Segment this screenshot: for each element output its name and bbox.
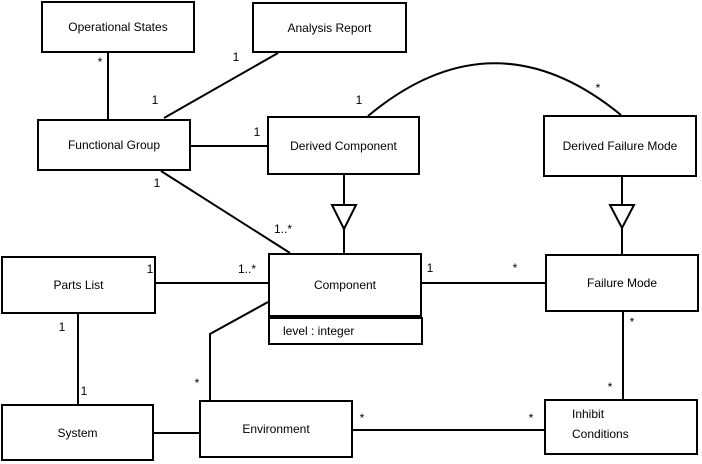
attribute-level-integer: level : integer <box>283 324 355 338</box>
class-name-operational-states: Operational States <box>68 20 168 34</box>
multiplicity-label: 1 <box>253 125 261 139</box>
class-name-component: Component <box>313 278 377 292</box>
multiplicity-label: 1 <box>153 176 161 190</box>
class-name-derived-component: Derived Component <box>290 138 397 153</box>
multiplicity-label: * <box>194 376 200 390</box>
class-name-functional-group: Functional Group <box>67 138 161 152</box>
multiplicity-label: * <box>595 81 601 95</box>
class-analysis-report[interactable]: Analysis Report <box>252 2 407 53</box>
multiplicity-label: 1 <box>355 93 363 107</box>
multiplicity-label: 1..* <box>273 222 293 236</box>
class-name-parts-list: Parts List <box>53 278 104 292</box>
class-component[interactable]: Component <box>268 253 422 317</box>
edge-derived-component-derived-failure-mode-arc[interactable] <box>367 62 622 117</box>
multiplicity-label: 1 <box>58 320 66 334</box>
class-system[interactable]: System <box>1 404 154 461</box>
edge-analysis-report-functional-group[interactable] <box>163 52 279 119</box>
multiplicity-label: 1 <box>80 384 88 398</box>
class-functional-group[interactable]: Functional Group <box>37 119 191 171</box>
class-operational-states[interactable]: Operational States <box>41 1 195 53</box>
class-derived-failure-mode[interactable]: Derived Failure Mode <box>543 115 697 177</box>
class-name-inhibit-conditions: Inhibit Conditions <box>572 407 629 441</box>
class-parts-list[interactable]: Parts List <box>1 256 156 314</box>
class-name-analysis-report: Analysis Report <box>287 20 372 35</box>
class-name-environment: Environment <box>242 422 310 436</box>
multiplicity-label: 1 <box>151 93 159 107</box>
multiplicity-label: 1 <box>232 50 240 64</box>
class-derived-component[interactable]: Derived Component <box>267 116 420 175</box>
multiplicity-label: * <box>528 411 534 425</box>
generalization-arrowhead-icon <box>330 204 358 232</box>
multiplicity-label: 1 <box>426 261 434 275</box>
multiplicity-label: * <box>607 380 613 394</box>
multiplicity-label: 1..* <box>237 262 257 276</box>
class-component-attribute-compartment[interactable]: level : integer <box>268 317 423 345</box>
generalization-arrowhead-icon <box>608 204 636 231</box>
class-failure-mode[interactable]: Failure Mode <box>545 254 699 312</box>
multiplicity-label: 1 <box>146 262 154 276</box>
multiplicity-label: * <box>629 315 635 329</box>
class-name-failure-mode: Failure Mode <box>586 276 658 290</box>
edge-functional-group-component[interactable] <box>160 170 291 254</box>
class-environment[interactable]: Environment <box>199 400 353 458</box>
class-name-derived-failure-mode: Derived Failure Mode <box>562 139 678 153</box>
multiplicity-label: * <box>97 55 103 69</box>
multiplicity-label: * <box>359 411 365 425</box>
class-inhibit-conditions[interactable]: Inhibit Conditions <box>544 399 698 455</box>
multiplicity-label: * <box>512 261 518 275</box>
edge-component-environment[interactable] <box>209 301 269 400</box>
class-name-system: System <box>57 425 98 440</box>
